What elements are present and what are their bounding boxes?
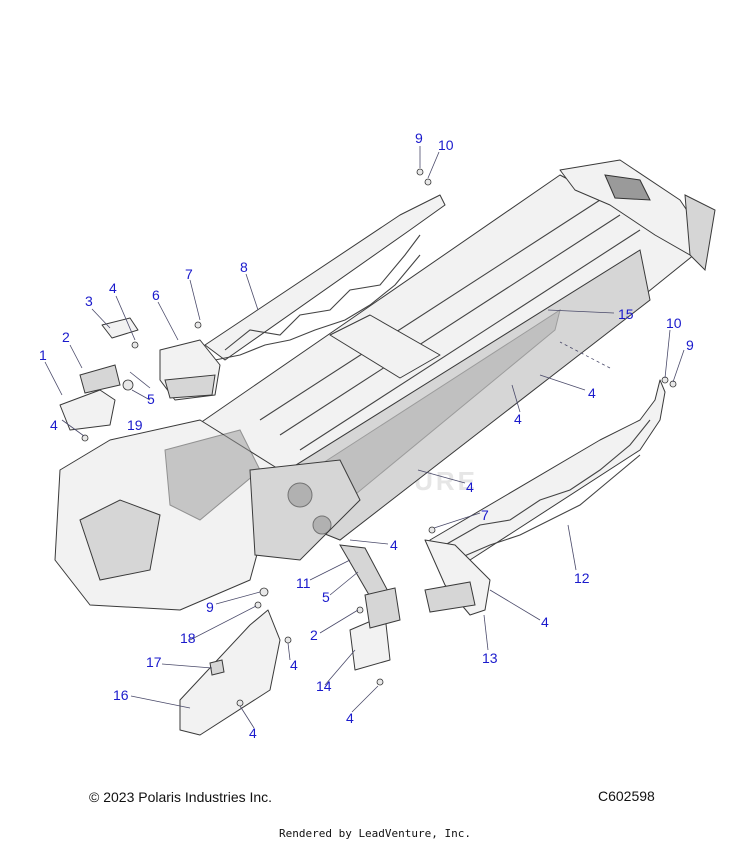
callout-4-h: 4: [290, 657, 298, 673]
callout-9-top: 9: [415, 130, 423, 146]
callout-16: 16: [113, 687, 129, 703]
callout-2-right: 2: [310, 627, 318, 643]
callout-11: 11: [296, 575, 311, 591]
side-panel-16: [179, 609, 281, 736]
callout-2-left: 2: [62, 329, 70, 345]
rendered-by-credit: Rendered by LeadVenture, Inc.: [278, 827, 472, 840]
callout-6: 6: [152, 287, 160, 303]
callout-18: 18: [180, 630, 196, 646]
running-board-left: [204, 194, 446, 361]
callout-8: 8: [240, 259, 248, 275]
callout-4-a: 4: [109, 280, 117, 296]
footrest-right: [424, 539, 491, 616]
callout-4-g: 4: [541, 614, 549, 630]
callout-9-right: 9: [686, 337, 694, 353]
callout-17: 17: [146, 654, 162, 670]
rear-bumper: [559, 159, 716, 272]
callout-7-left: 7: [185, 266, 193, 282]
callout-4-i: 4: [346, 710, 354, 726]
footrest-left: [159, 339, 221, 401]
plate-14: [349, 587, 401, 671]
toe-bracket-left: [59, 317, 139, 431]
callout-4-b: 4: [50, 417, 58, 433]
callout-4-f: 4: [390, 537, 398, 553]
callout-9-bottom: 9: [206, 599, 214, 615]
callout-4-d: 4: [514, 411, 522, 427]
callout-14: 14: [316, 678, 332, 694]
diagram-code: C602598: [598, 788, 655, 804]
callout-1: 1: [39, 347, 47, 363]
callout-5-left: 5: [147, 391, 155, 407]
hardware-bolts: [81, 168, 677, 707]
callout-4-c: 4: [588, 385, 596, 401]
callout-12: 12: [574, 570, 590, 586]
callout-7-right: 7: [481, 507, 489, 523]
callout-10-top: 10: [438, 137, 454, 153]
callout-19: 19: [127, 417, 143, 433]
copyright-notice: © 2023 Polaris Industries Inc.: [89, 789, 273, 805]
callout-4-e: 4: [466, 479, 474, 495]
callout-15: 15: [618, 306, 634, 322]
callout-3: 3: [85, 293, 93, 309]
leader-lines: [44, 146, 685, 729]
front-bulkhead: [54, 419, 361, 611]
callout-labels: 1 2 3 4 6 7 8 9 10 5 19 4 15 4 4 10 9 4 …: [39, 130, 694, 741]
callout-4-j: 4: [249, 725, 257, 741]
callout-13: 13: [482, 650, 498, 666]
callout-5-right: 5: [322, 589, 330, 605]
callout-10-right: 10: [666, 315, 682, 331]
